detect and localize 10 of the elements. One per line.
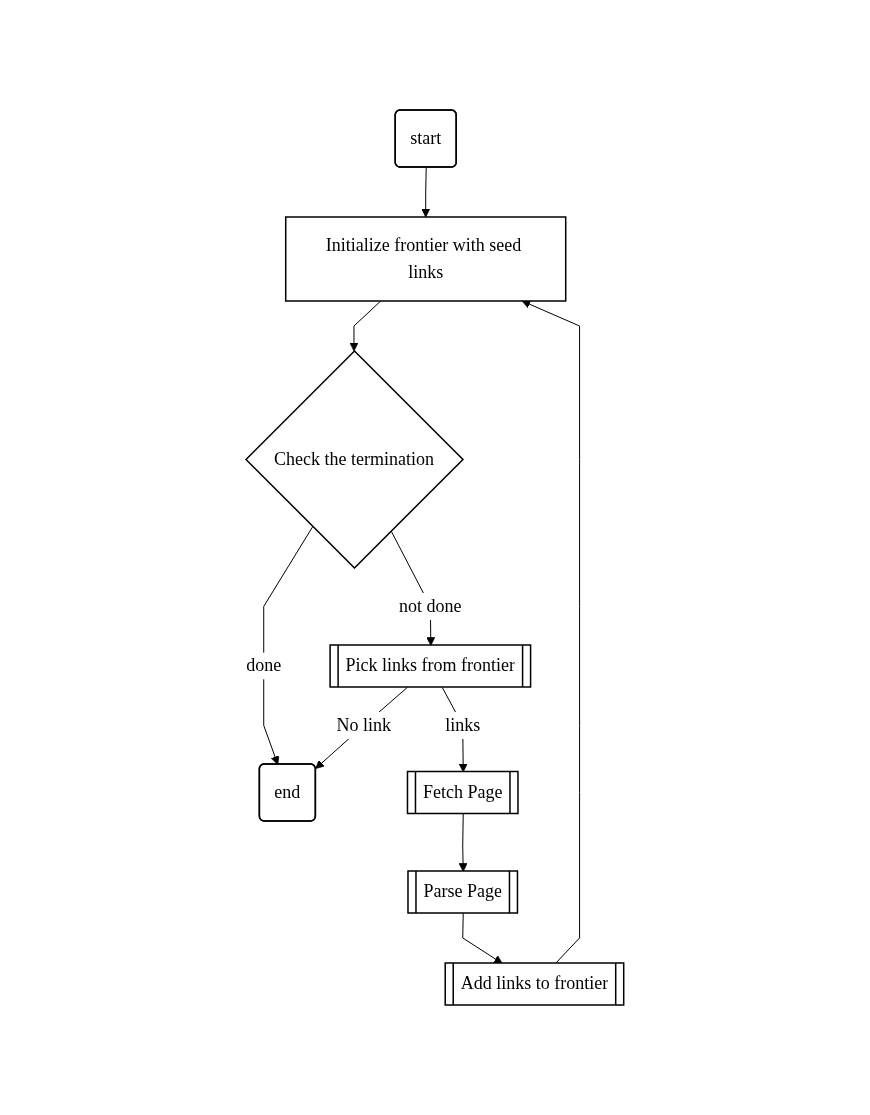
- edge-label: not done: [399, 595, 462, 616]
- edge-label: No link: [336, 714, 392, 735]
- arrow: [421, 167, 431, 218]
- edge-label: done: [246, 655, 282, 676]
- arrow: [263, 526, 314, 765]
- node-box: Initialize frontier with seed links: [285, 216, 567, 302]
- node-diamond: Check the termination: [245, 349, 465, 570]
- edge-label: links: [445, 714, 481, 735]
- arrow: [349, 300, 382, 352]
- arrow: [315, 686, 408, 769]
